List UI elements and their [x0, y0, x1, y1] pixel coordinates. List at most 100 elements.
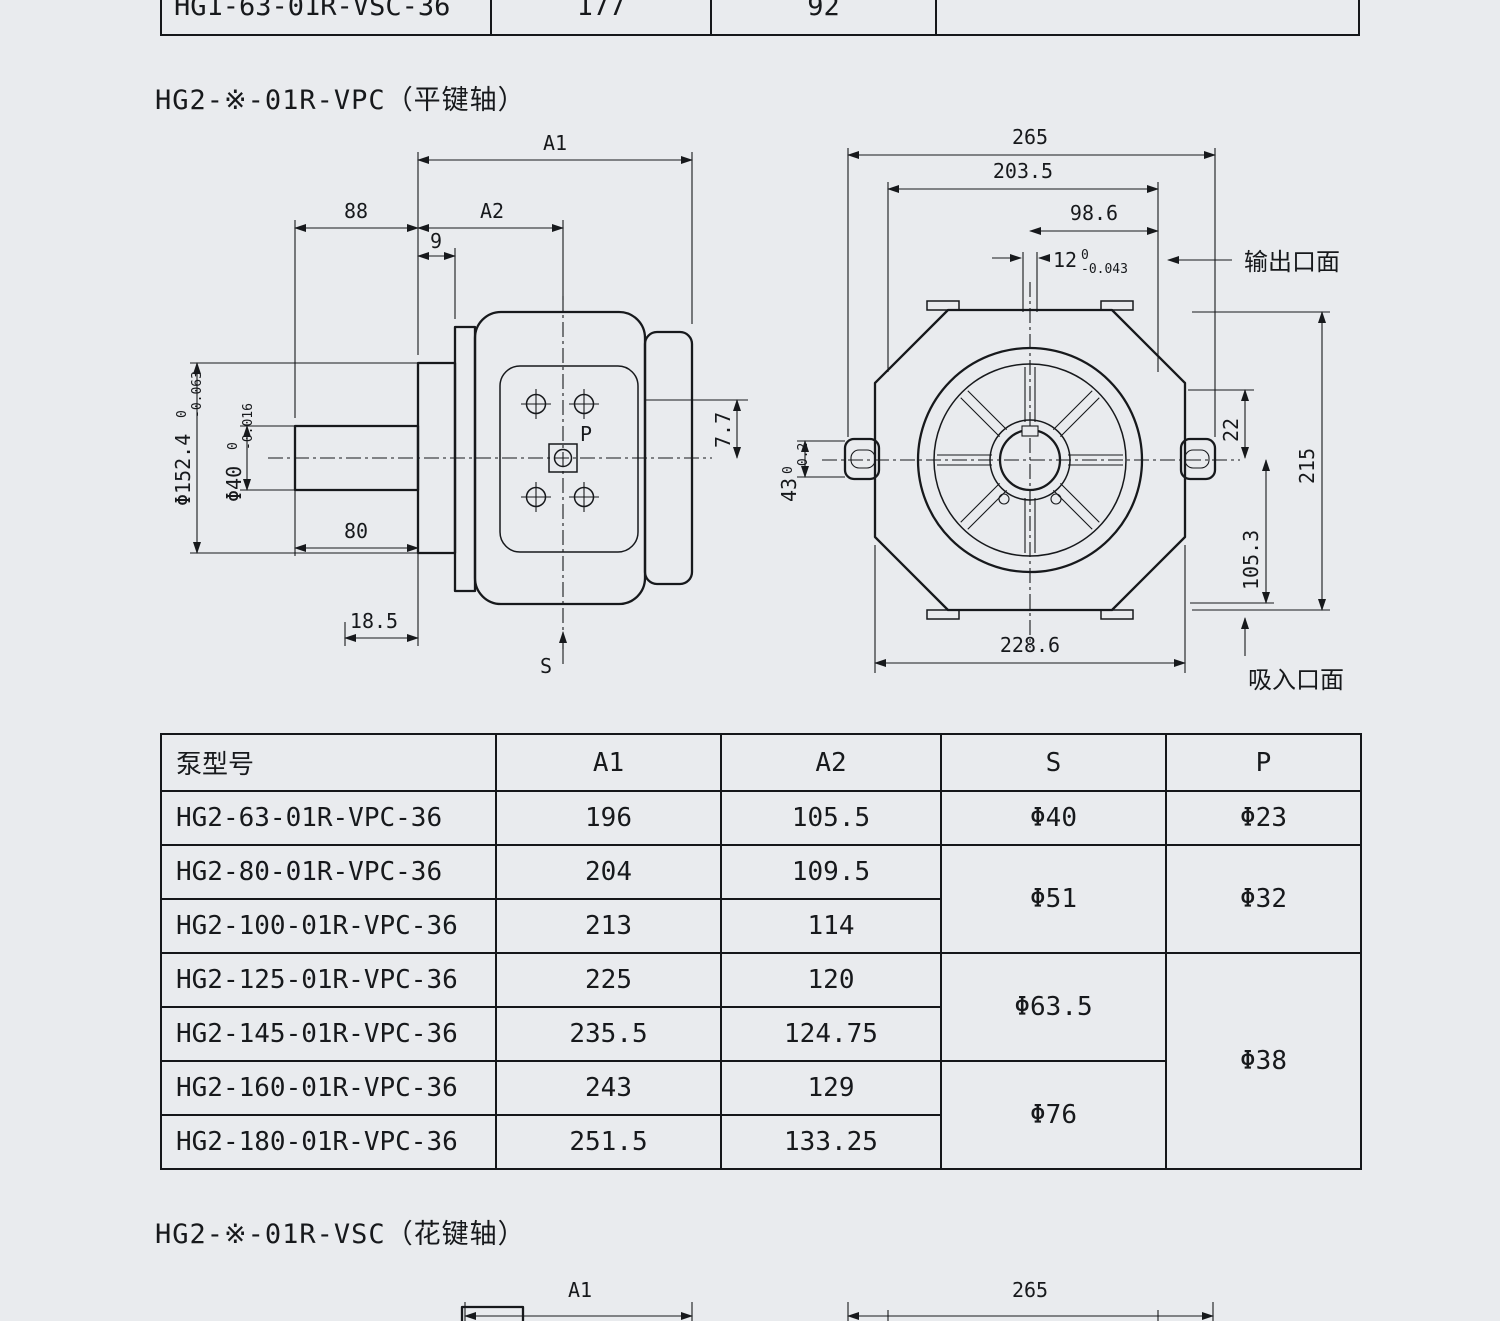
dim-18-5-label: 18.5 — [350, 609, 398, 633]
inlet-face-label: 吸入口面 — [1248, 667, 1344, 694]
dim-7-7-label: 7.7 — [711, 412, 735, 448]
dim-shaft-tol-upper: 0 — [226, 442, 241, 450]
dim-80-label: 80 — [344, 519, 368, 543]
casting-bump — [1100, 609, 1134, 620]
end-cap — [643, 330, 694, 586]
dim-203-5: 203.5 — [887, 159, 1159, 372]
dim-215-label: 215 — [1295, 448, 1319, 484]
right-port-boss — [1179, 437, 1217, 481]
cell-s: Φ40 — [940, 790, 1167, 846]
cell-model: HG2-180-01R-VPC-36 — [160, 1114, 497, 1170]
dim-43: 43 0 -0.2 — [777, 440, 845, 502]
cell-p: Φ38 — [1165, 952, 1362, 1170]
previous-table-row: HG1-63-01R-VSC-36 177 92 — [160, 0, 1360, 36]
dim-228-6-label: 228.6 — [1000, 633, 1060, 657]
dim-88-label: 88 — [344, 199, 368, 223]
cell-a1: 235.5 — [495, 1006, 722, 1062]
cell-model: HG2-80-01R-VPC-36 — [160, 844, 497, 900]
keyway — [1021, 425, 1039, 437]
cell-a1: 225 — [495, 952, 722, 1008]
spec-table: 泵型号 A1 A2 S P HG2-63-01R-VPC-36 196 105.… — [160, 733, 1362, 1170]
dim-80: 80 — [294, 490, 419, 556]
table-row: HG2-125-01R-VPC-36 225 120 Φ63.5 Φ38 — [160, 952, 1362, 1170]
gear-housing-outer — [916, 346, 1144, 574]
dim-9: 9 — [417, 229, 456, 319]
cell-a2: 124.75 — [720, 1006, 942, 1062]
cell-s: Φ76 — [940, 1060, 1167, 1170]
dim-43-value: 43 — [777, 478, 801, 502]
dim-a1-label: A1 — [543, 131, 567, 155]
cell-model: HG2-125-01R-VPC-36 — [160, 952, 497, 1008]
dim-a2-label: A2 — [480, 199, 504, 223]
small-hole — [1050, 493, 1062, 505]
table-row: HG2-80-01R-VPC-36 204 109.5 Φ51 Φ32 — [160, 844, 1362, 954]
cell-p: Φ23 — [1165, 790, 1362, 846]
cell-a1: 213 — [495, 898, 722, 954]
dim-flange-tol-lower: -0.063 — [190, 371, 205, 418]
cell-a2: 109.5 — [720, 844, 942, 900]
dim-bottom-a1-label: A1 — [568, 1278, 592, 1302]
dim-265: 265 — [847, 125, 1216, 437]
cell-a1: 251.5 — [495, 1114, 722, 1170]
dim-12-tol-lower: -0.043 — [1081, 262, 1128, 277]
casting-bump — [926, 300, 960, 311]
dim-12-value: 12 — [1053, 248, 1077, 272]
cell-a2: 105.5 — [720, 790, 942, 846]
cell-p: Φ32 — [1165, 844, 1362, 954]
outlet-face-callout: 输出口面 — [1167, 249, 1340, 276]
table-row: HG2-180-01R-VPC-36 251.5 133.25 — [160, 1114, 1361, 1170]
dim-98-6-label: 98.6 — [1070, 201, 1118, 225]
dim-flange-diameter: Φ152.4 0 -0.063 — [171, 362, 418, 554]
cell-a1: 204 — [495, 844, 722, 900]
cell-model: HG2-63-01R-VPC-36 — [160, 790, 497, 846]
dim-215: 215 — [1192, 311, 1330, 611]
header-s: S — [940, 733, 1167, 792]
cell-s: Φ63.5 — [940, 952, 1167, 1062]
header-a2: A2 — [720, 733, 942, 792]
side-view: P A1 88 A2 9 — [171, 131, 748, 678]
section-title-vpc: HG2-※-01R-VPC（平键轴） — [155, 85, 526, 116]
table-row: HG2-100-01R-VPC-36 213 114 — [160, 898, 1361, 954]
table-row: HG2-63-01R-VPC-36 196 105.5 Φ40 Φ23 — [160, 790, 1362, 846]
port-p-label: P — [580, 422, 592, 446]
dim-22-label: 22 — [1219, 418, 1243, 442]
front-view: 265 203.5 98.6 12 0 -0.043 — [777, 125, 1344, 694]
dim-flange-tol-upper: 0 — [175, 410, 190, 418]
inlet-face-callout: 吸入口面 — [1241, 617, 1344, 694]
port-s-label: S — [540, 654, 552, 678]
dim-shaft-diameter-value: Φ40 — [222, 466, 246, 502]
table-header-row: 泵型号 A1 A2 S P — [160, 733, 1362, 792]
cell-model: HG1-63-01R-VSC-36 — [162, 0, 492, 34]
hub — [989, 419, 1071, 501]
small-hole — [998, 493, 1010, 505]
dim-43-tol-lower: -0.2 — [796, 443, 811, 474]
dim-7-7: 7.7 — [645, 399, 748, 459]
header-model: 泵型号 — [160, 733, 497, 792]
dim-105-3-label: 105.3 — [1239, 530, 1263, 590]
casting-bump — [1100, 300, 1134, 311]
dim-265-label: 265 — [1012, 125, 1048, 149]
cell-a1: 177 — [492, 0, 712, 34]
cell-a1: 196 — [495, 790, 722, 846]
cell-model: HG2-100-01R-VPC-36 — [160, 898, 497, 954]
left-port-boss — [843, 437, 881, 481]
dim-22: 22 — [1188, 389, 1254, 459]
cell-a2: 92 — [712, 0, 937, 34]
cell-a2: 120 — [720, 952, 942, 1008]
dim-12-tol-upper: 0 — [1081, 248, 1089, 263]
cell-model: HG2-145-01R-VPC-36 — [160, 1006, 497, 1062]
port-s: S — [540, 631, 567, 678]
dim-88: 88 — [294, 199, 419, 418]
partial-shaft-outline — [460, 1305, 525, 1321]
dim-18-5: 18.5 — [344, 553, 419, 646]
dim-shaft-tol-lower: -0.016 — [241, 403, 256, 450]
cell-a2: 129 — [720, 1060, 942, 1116]
gear-housing-inner — [933, 363, 1127, 557]
dim-9-label: 9 — [430, 229, 442, 253]
bottom-partial-view: A1 265 — [460, 1278, 1214, 1321]
cell-model: HG2-160-01R-VPC-36 — [160, 1060, 497, 1116]
casting-bump — [926, 609, 960, 620]
dim-bottom-a1: A1 — [464, 1278, 693, 1321]
